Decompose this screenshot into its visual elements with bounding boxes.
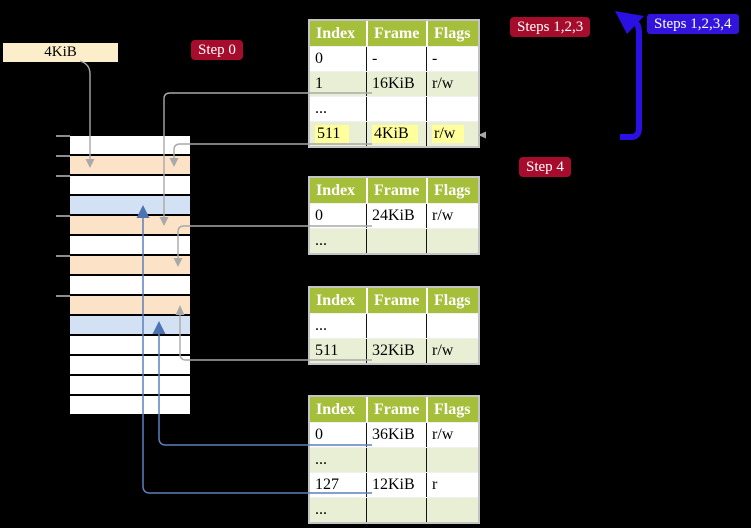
table-cell: 12KiB	[366, 473, 426, 497]
table-cell: 1	[315, 75, 323, 92]
memory-frame-row-13	[70, 376, 190, 396]
column-header-flags: Flags	[426, 21, 478, 46]
memory-frame-row-5	[70, 216, 190, 236]
column-header-frame: Frame	[366, 21, 426, 46]
table-cell: 511	[315, 342, 339, 359]
memory-frame-row-8	[70, 276, 190, 296]
table-row: 511 4KiB r/w	[310, 121, 478, 146]
column-header-flags: Flags	[426, 397, 478, 422]
memory-frame-row-4	[70, 196, 190, 216]
table-cell: ...	[315, 100, 327, 117]
table-cell	[426, 314, 478, 338]
table-cell	[366, 448, 426, 472]
memory-column	[70, 136, 190, 416]
table-cell	[426, 97, 478, 121]
memory-frame-row-1	[70, 136, 190, 156]
table-cell	[426, 448, 478, 472]
table-cell: r	[426, 473, 478, 497]
badge-step-0: Step 0	[191, 40, 243, 60]
column-header-frame: Frame	[366, 178, 426, 203]
memory-tick-4	[56, 215, 70, 217]
column-header-index: Index	[316, 182, 356, 199]
column-header-frame: Frame	[366, 397, 426, 422]
table-cell: r/w	[426, 122, 478, 146]
table-cell: -	[366, 47, 426, 71]
memory-tick-3	[56, 175, 70, 177]
frame-size-label: 4KiB	[3, 43, 118, 62]
table-cell: 32KiB	[366, 339, 426, 363]
column-header-index: Index	[316, 401, 356, 418]
table-row: ...	[310, 96, 478, 121]
table-cell: -	[426, 47, 478, 71]
table-cell: 0	[315, 50, 323, 67]
badge-steps-123: Steps 1,2,3	[510, 17, 591, 37]
highlighted-value: r/w	[432, 125, 465, 143]
memory-frame-row-7	[70, 256, 190, 276]
memory-tick-1	[56, 135, 70, 137]
table-row: 0 --	[310, 46, 478, 71]
big-loop-arrowhead	[615, 11, 644, 34]
column-header-index: Index	[316, 25, 356, 42]
table-row: ...	[310, 313, 478, 338]
memory-frame-row-9	[70, 296, 190, 316]
memory-frame-row-3	[70, 176, 190, 196]
memory-frame-row-10	[70, 316, 190, 336]
table-cell: r/w	[426, 72, 478, 96]
table-cell: 36KiB	[366, 423, 426, 447]
memory-frame-row-2	[70, 156, 190, 176]
memory-tick-2	[56, 155, 70, 157]
table-cell: 0	[315, 426, 323, 443]
table-cell	[366, 498, 426, 522]
table-cell: ...	[315, 317, 327, 334]
table-row: ...	[310, 497, 478, 522]
column-header-flags: Flags	[426, 288, 478, 313]
table-cell: ...	[315, 232, 327, 249]
table-cell: 24KiB	[366, 204, 426, 228]
table-cell: ...	[315, 501, 327, 518]
memory-frame-row-12	[70, 356, 190, 376]
table-cell	[366, 97, 426, 121]
table-cell: 511	[310, 122, 366, 146]
table-cell: 4KiB	[366, 122, 426, 146]
table-row: ...	[310, 447, 478, 472]
table-cell: r/w	[426, 204, 478, 228]
table-cell	[426, 498, 478, 522]
column-header-frame: Frame	[366, 288, 426, 313]
badge-step-4: Step 4	[519, 157, 571, 177]
memory-frame-row-6	[70, 236, 190, 256]
memory-frame-row-11	[70, 336, 190, 356]
table-cell	[426, 229, 478, 253]
column-header-index: Index	[316, 292, 356, 309]
memory-tick-5	[56, 255, 70, 257]
highlighted-value: 511	[315, 125, 350, 143]
column-header-flags: Flags	[426, 178, 478, 203]
memory-tick-6	[56, 295, 70, 297]
table-cell: ...	[315, 451, 327, 468]
table-row: ...	[310, 228, 478, 253]
table-cell	[366, 314, 426, 338]
table-cell: 127	[315, 476, 339, 493]
big-loop-arrow	[620, 17, 642, 140]
table-cell: r/w	[426, 339, 478, 363]
table-cell: 0	[315, 207, 323, 224]
table-cell	[366, 229, 426, 253]
memory-frame-row-14	[70, 396, 190, 416]
table-cell: 16KiB	[366, 72, 426, 96]
table-cell: r/w	[426, 423, 478, 447]
badge-steps-1234: Steps 1,2,3,4	[647, 14, 739, 34]
highlighted-value: 4KiB	[372, 125, 418, 143]
